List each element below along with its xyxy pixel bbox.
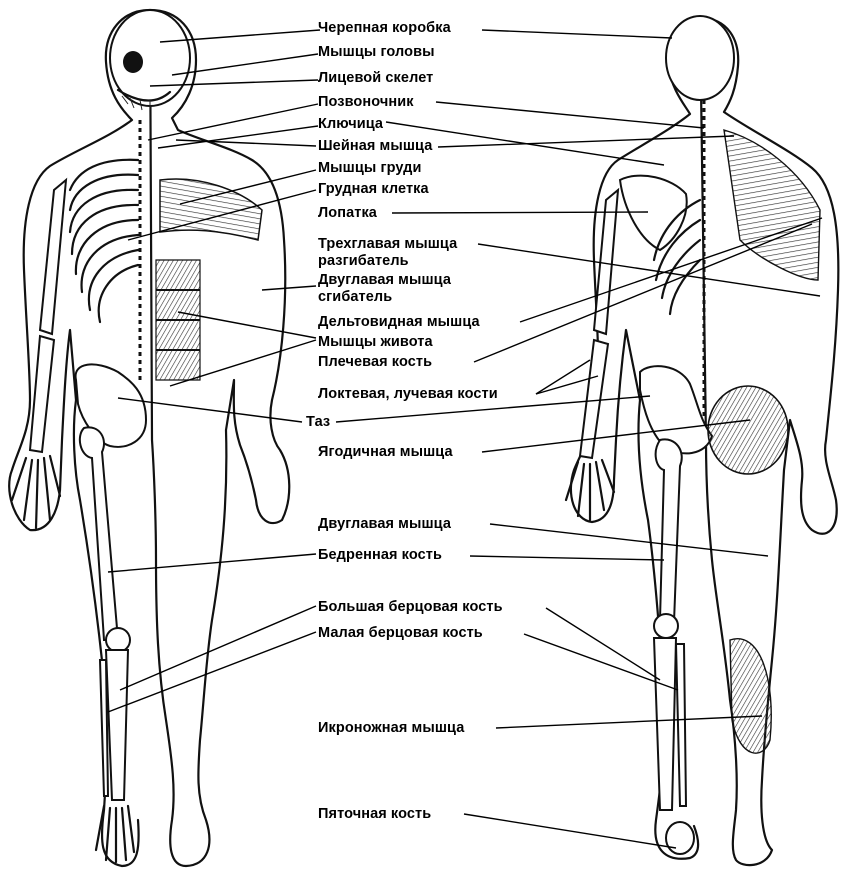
label-tibia: Большая берцовая кость <box>318 599 503 615</box>
front-muscle-half <box>150 10 289 866</box>
label-humerus: Плечевая кость <box>318 354 432 370</box>
label-triceps-line2: разгибатель <box>318 253 409 269</box>
label-biceps-line2: сгибатель <box>318 289 392 305</box>
back-tibia <box>654 638 676 810</box>
label-ulna-radius: Локтевая, лучевая кости <box>318 386 498 402</box>
label-biceps-femoris: Двуглавая мышца <box>318 516 451 532</box>
label-pelvis: Таз <box>306 414 330 430</box>
front-figure <box>9 10 289 866</box>
front-forearm <box>30 336 54 452</box>
back-pelvis <box>640 366 712 453</box>
front-tibia <box>106 650 128 800</box>
label-facial-skeleton: Лицевой скелет <box>318 70 433 86</box>
front-fibula <box>100 660 108 796</box>
back-calcaneus-bone <box>666 822 694 854</box>
back-figure <box>566 16 838 865</box>
label-spine: Позвоночник <box>318 94 414 110</box>
label-fibula: Малая берцовая кость <box>318 625 483 641</box>
label-deltoid: Дельтовидная мышца <box>318 314 480 330</box>
back-femur <box>656 439 682 622</box>
label-abdominal: Мышцы живота <box>318 334 433 350</box>
label-rib-cage: Грудная клетка <box>318 181 429 197</box>
label-calcaneus: Пяточная кость <box>318 806 431 822</box>
label-gastrocnemius: Икроножная мышца <box>318 720 464 736</box>
front-rib-cage <box>70 160 138 322</box>
label-chest-muscles: Мышцы груди <box>318 160 422 176</box>
label-skull: Черепная коробка <box>318 20 451 36</box>
front-humerus <box>40 180 66 334</box>
back-fibula <box>676 644 686 806</box>
label-gluteal: Ягодичная мышца <box>318 444 453 460</box>
label-femur: Бедренная кость <box>318 547 442 563</box>
label-biceps-line1: Двуглавая мышца <box>318 272 451 288</box>
label-head-muscles: Мышцы головы <box>318 44 435 60</box>
label-triceps-line1: Трехглавая мышца <box>318 236 457 252</box>
label-scapula: Лопатка <box>318 205 377 221</box>
label-clavicle: Ключица <box>318 116 383 132</box>
back-hand-skeleton <box>566 460 614 520</box>
back-skull <box>666 16 734 100</box>
label-neck-muscle: Шейная мышца <box>318 138 432 154</box>
